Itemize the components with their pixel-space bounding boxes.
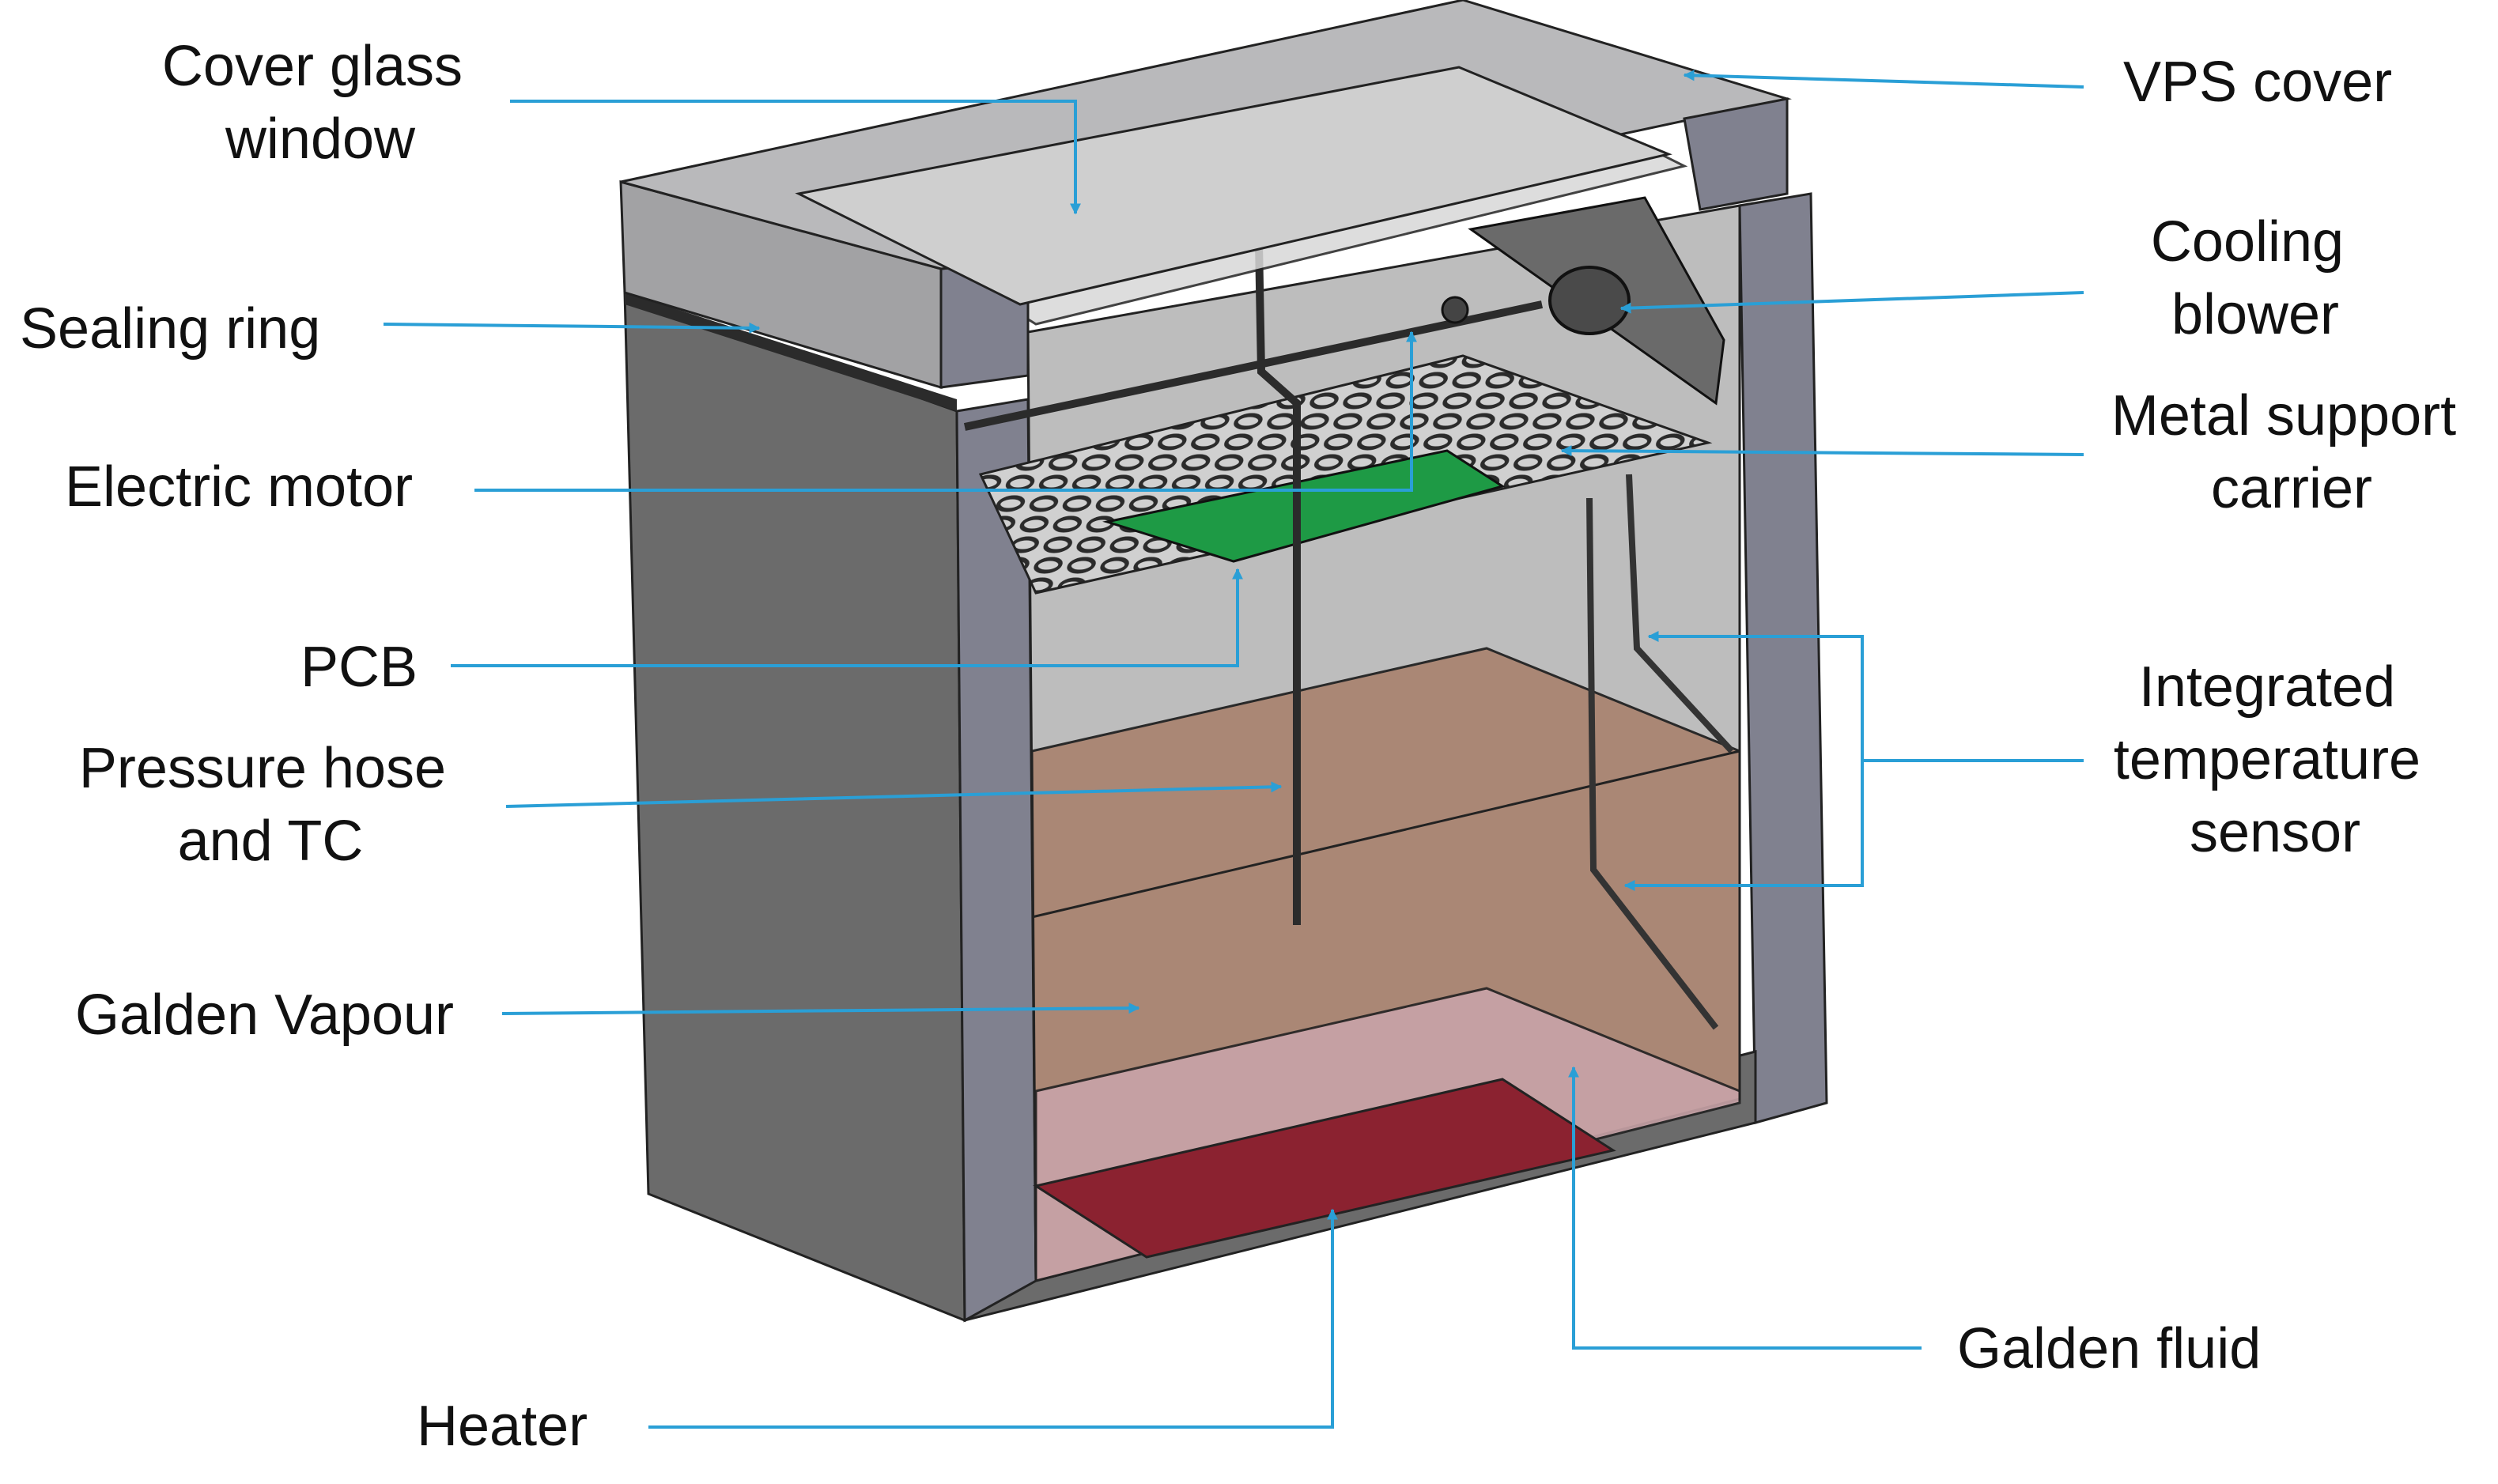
heater-plate [1033,1078,1616,1259]
label-integrated-temperature-sensor: Integrated temperature sensor [2114,655,2436,864]
housing-right-side [1738,192,1828,1124]
leader-temp-sensor-lower [1623,761,1864,891]
label-electric-motor: Electric motor [65,455,413,519]
leader-galden-fluid [1568,1066,1922,1350]
cover-right-front [1683,97,1789,211]
motor-shaft [963,300,1544,431]
label-galden-vapour: Galden Vapour [75,984,454,1047]
leader-metal-support-carrier [1560,445,2084,457]
leader-galden-vapour [501,1003,1140,1015]
leader-pressure-hose [505,781,1283,808]
leader-electric-motor [474,330,1417,492]
label-heater: Heater [417,1395,588,1458]
label-vps-cover: VPS cover [2123,51,2392,114]
label-pressure-hose-tc: Pressure hose and TC [79,737,462,873]
leader-temp-sensor-upper [1647,631,1864,761]
leader-heater [648,1208,1338,1429]
temperature-sensor-probe [1586,474,1734,1030]
cooling-blower-fan [1548,266,1631,335]
label-cooling-blower: Cooling blower [2151,210,2360,346]
label-metal-support-carrier: Metal support carrier [2111,384,2472,520]
housing-left-wall [623,290,966,1323]
leader-sealing-ring [383,322,761,334]
leader-vps-cover [1683,70,2084,89]
pcb-board [1102,449,1506,563]
label-galden-fluid: Galden fluid [1957,1317,2261,1380]
leader-cooling-blower [1619,291,2084,314]
label-pcb: PCB [300,636,418,699]
leader-lines [383,70,2084,1429]
sealing-ring-band [625,293,957,411]
label-sealing-ring: Sealing ring [20,297,320,361]
motor-body [1441,296,1469,324]
vps-device [619,0,1828,1323]
labels: Cover glass window Sealing ring Electric… [20,35,2472,1458]
cover-opening [795,66,1672,306]
label-cover-glass-window: Cover glass window [162,35,478,171]
leader-cover-glass-window [510,100,1081,215]
leader-pcb [451,568,1243,667]
